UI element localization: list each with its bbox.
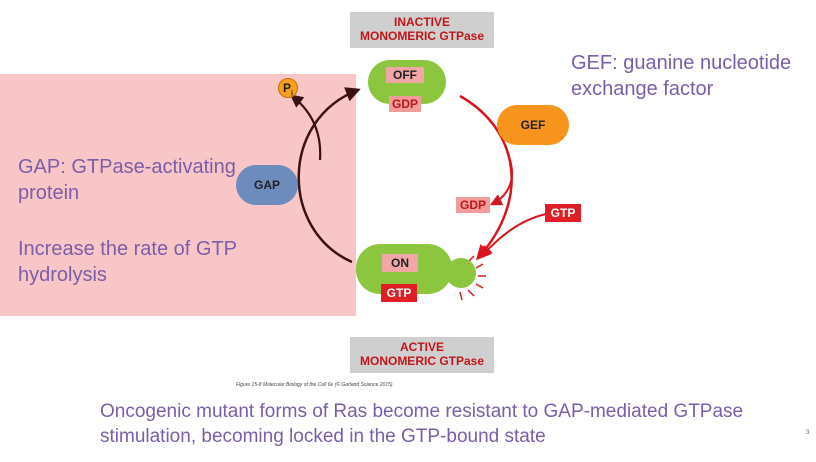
on-label: ON <box>382 254 418 272</box>
active-burst-lines <box>459 255 486 301</box>
gap-highlight-panel <box>0 74 356 316</box>
gap-hydrolysis-arrow <box>297 87 361 264</box>
bound-gdp-label: GDP <box>389 96 421 112</box>
active-gtpase-effector-domain <box>446 258 476 288</box>
pi-sub: i <box>291 90 293 98</box>
bound-gtp-label: GTP <box>381 284 417 302</box>
gef-protein: GEF <box>497 105 569 145</box>
gap-definition: GAP: GTPase-activating protein <box>18 156 236 204</box>
active-state-text: ACTIVE MONOMERIC GTPase <box>359 340 485 368</box>
phosphate-icon: Pi <box>278 78 298 98</box>
inactive-state-label: INACTIVE MONOMERIC GTPase <box>350 12 494 48</box>
pi-release-arrow <box>289 94 322 161</box>
gtp-binding-arrow <box>480 213 547 258</box>
inactive-state-text: INACTIVE MONOMERIC GTPase <box>359 15 485 43</box>
page-number: 3 <box>806 430 810 436</box>
figure-credit: Figure 15-8 Molecular Biology of the Cel… <box>236 382 393 388</box>
released-gdp-label: GDP <box>456 197 490 213</box>
gdp-release-arrow <box>489 159 513 206</box>
off-label: OFF <box>386 67 424 83</box>
active-state-label: ACTIVE MONOMERIC GTPase <box>350 337 494 373</box>
pi-main: P <box>283 81 292 95</box>
gap-function-description: Increase the rate of GTP hydrolysis <box>18 238 237 286</box>
incoming-gtp-label: GTP <box>545 204 581 222</box>
gef-definition: GEF: guanine nucleotide exchange factor <box>571 52 792 100</box>
gap-protein: GAP <box>236 165 298 205</box>
oncogenic-ras-note: Oncogenic mutant forms of Ras become res… <box>100 401 744 447</box>
